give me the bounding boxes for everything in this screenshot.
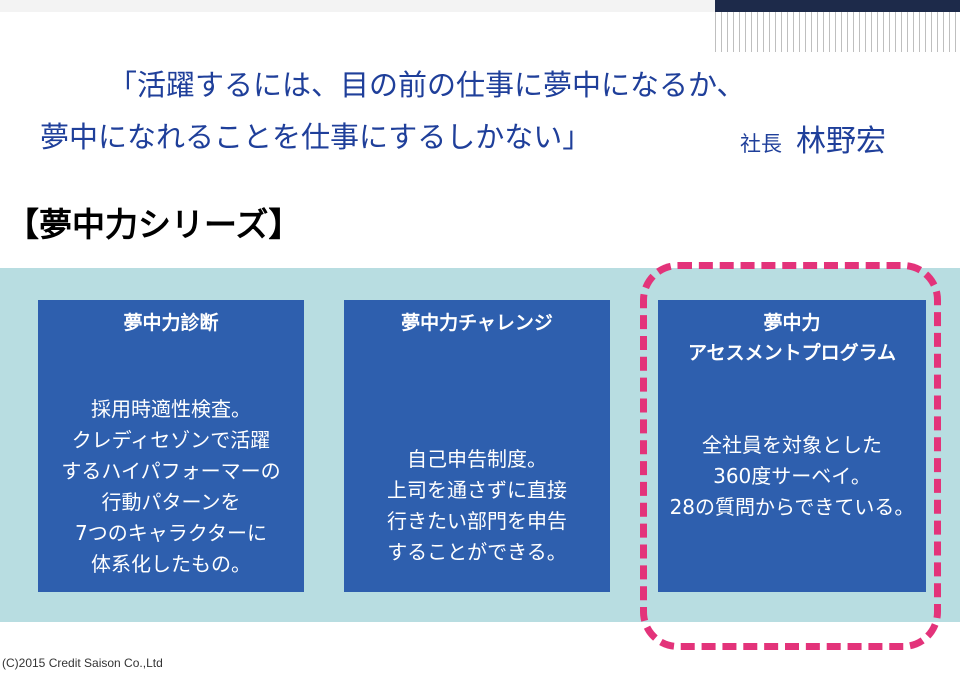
card-muchu-challenge: 夢中力チャレンジ 自己申告制度。 上司を通さずに直接 行きたい部門を申告 するこ… (344, 300, 610, 592)
card-title-line: 夢中力チャレンジ (401, 312, 553, 334)
copyright-footer: (C)2015 Credit Saison Co.,Ltd (2, 656, 163, 670)
card-title-line: アセスメントプログラム (687, 342, 897, 364)
card-body-line: するハイパフォーマーの (61, 459, 281, 483)
decorative-stripes (715, 12, 960, 52)
card-body-line: 採用時適性検査。 (91, 397, 251, 421)
card-body: 全社員を対象とした 360度サーベイ。 28の質問からできている。 (658, 430, 926, 523)
quote-line-1: 「活躍するには、目の前の仕事に夢中になるか、 (108, 68, 746, 102)
speaker-name: 林野宏 (796, 124, 886, 159)
top-bar-dark (715, 0, 960, 12)
card-title: 夢中力 アセスメントプログラム (658, 308, 926, 368)
card-muchu-assessment: 夢中力 アセスメントプログラム 全社員を対象とした 360度サーベイ。 28の質… (658, 300, 926, 592)
card-body-line: クレディセゾンで活躍 (71, 428, 271, 452)
card-body-line: 28の質問からできている。 (669, 495, 915, 519)
card-title: 夢中力チャレンジ (344, 308, 610, 338)
top-bar-light (0, 0, 715, 12)
card-title-line: 夢中力 (763, 312, 821, 334)
speaker-role: 社長 (740, 132, 782, 156)
quote-line-2: 夢中になれることを仕事にするしかない」 (40, 120, 592, 154)
card-body: 採用時適性検査。 クレディセゾンで活躍 するハイパフォーマーの 行動パターンを … (38, 394, 304, 580)
card-body-line: 上司を通さずに直接 (387, 478, 567, 502)
card-body-line: 行きたい部門を申告 (387, 509, 567, 533)
card-body: 自己申告制度。 上司を通さずに直接 行きたい部門を申告 することができる。 (344, 444, 610, 568)
card-title: 夢中力診断 (38, 308, 304, 338)
card-body-line: 全社員を対象とした (702, 433, 882, 457)
card-body-line: 行動パターンを (101, 490, 241, 514)
speaker: 社長林野宏 (740, 116, 886, 160)
card-body-line: 360度サーベイ。 (713, 464, 871, 488)
section-title: 【夢中力シリーズ】 (6, 205, 302, 244)
card-body-line: 体系化したもの。 (91, 552, 251, 576)
card-body-line: することができる。 (387, 540, 567, 564)
card-muchu-diagnosis: 夢中力診断 採用時適性検査。 クレディセゾンで活躍 するハイパフォーマーの 行動… (38, 300, 304, 592)
card-title-line: 夢中力診断 (123, 312, 219, 334)
highlight-dashed-frame (640, 262, 941, 650)
card-body-line: 自己申告制度。 (407, 447, 547, 471)
card-body-line: 7つのキャラクターに (75, 521, 267, 545)
